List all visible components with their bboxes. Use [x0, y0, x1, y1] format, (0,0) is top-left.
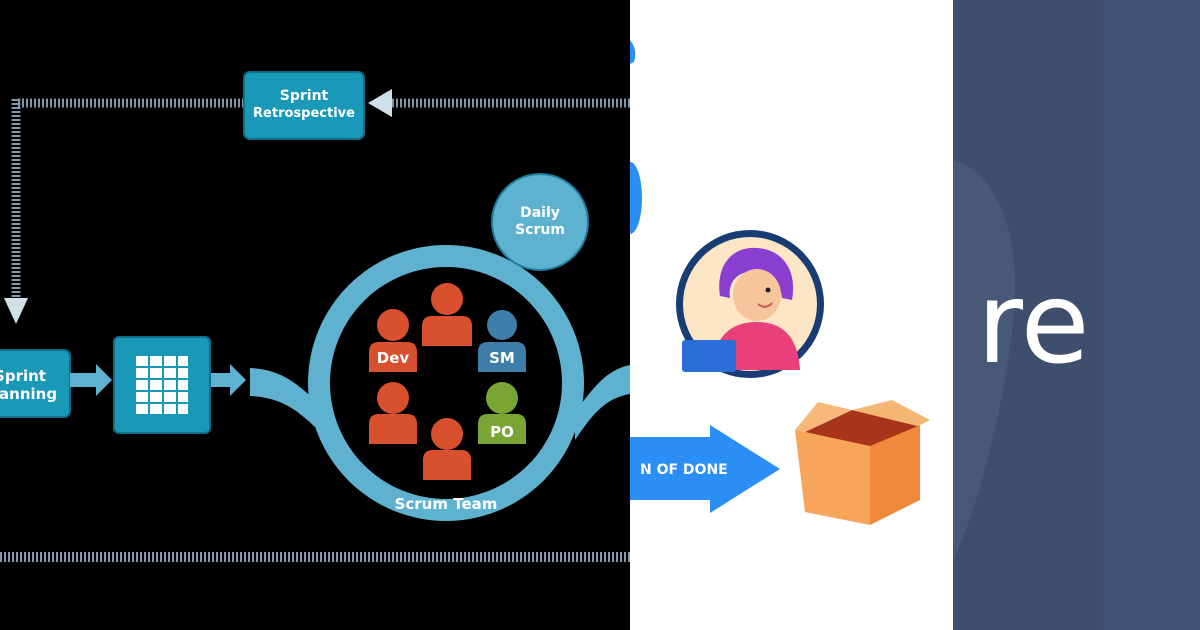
sm-label: SM: [489, 349, 515, 367]
sprint-input-funnel: [250, 368, 330, 440]
dev-label: Dev: [377, 349, 410, 367]
definition-of-done-panel: N OF DONE: [630, 0, 953, 630]
daily-scrum-line1: Daily: [520, 205, 560, 221]
hero-photo-panel: re: [953, 0, 1200, 630]
team-member-bottom-icon: [423, 418, 471, 480]
sprint-retrospective-box: Sprint Retrospective: [243, 71, 365, 140]
daily-scrum-circle: Daily Scrum: [491, 173, 589, 271]
scrum-team-label: Scrum Team: [395, 495, 498, 513]
planning-line1: Sprint: [0, 367, 46, 385]
scrum-diagram: Sprint Retrospective Sprint Planning: [0, 71, 630, 562]
scrum-diagram-panel: Sprint Retrospective Sprint Planning: [0, 71, 630, 562]
planning-to-backlog-arrow: [70, 364, 112, 396]
blue-shape-fragment-top: [630, 40, 636, 64]
blue-circle-fragment: [630, 162, 642, 234]
retrospective-line2: Retrospective: [253, 106, 355, 121]
sprint-output-funnel: [575, 365, 630, 440]
done-arrow: N OF DONE: [630, 425, 780, 513]
photo-backdrop: re: [953, 0, 1200, 630]
dev-member-icon: [369, 309, 417, 372]
team-member-top-icon: [422, 283, 472, 346]
done-illustration: N OF DONE: [630, 40, 930, 525]
po-label: PO: [490, 423, 514, 441]
product-increment-box-icon: [795, 400, 930, 525]
daily-scrum-line2: Scrum: [515, 222, 565, 238]
retrospective-line1: Sprint: [280, 88, 329, 104]
screen-edge: [1103, 0, 1200, 630]
planning-line2: Planning: [0, 385, 57, 403]
backlog-to-sprint-arrow: [210, 364, 246, 396]
done-arrow-text: N OF DONE: [640, 462, 728, 478]
planning-arrowhead: [4, 298, 28, 324]
backlog-grid-icon: [136, 356, 188, 414]
sprint-backlog-box: [113, 336, 211, 434]
retro-arrowhead: [368, 89, 392, 117]
title-word-fragment: re: [977, 259, 1090, 389]
developer-avatar: [676, 230, 824, 378]
sprint-planning-box: Sprint Planning: [0, 349, 71, 418]
po-member-icon: [478, 382, 526, 444]
sm-member-icon: [478, 310, 526, 372]
dev-member-icon-2: [369, 382, 417, 444]
hand-silhouette: [953, 160, 1015, 560]
